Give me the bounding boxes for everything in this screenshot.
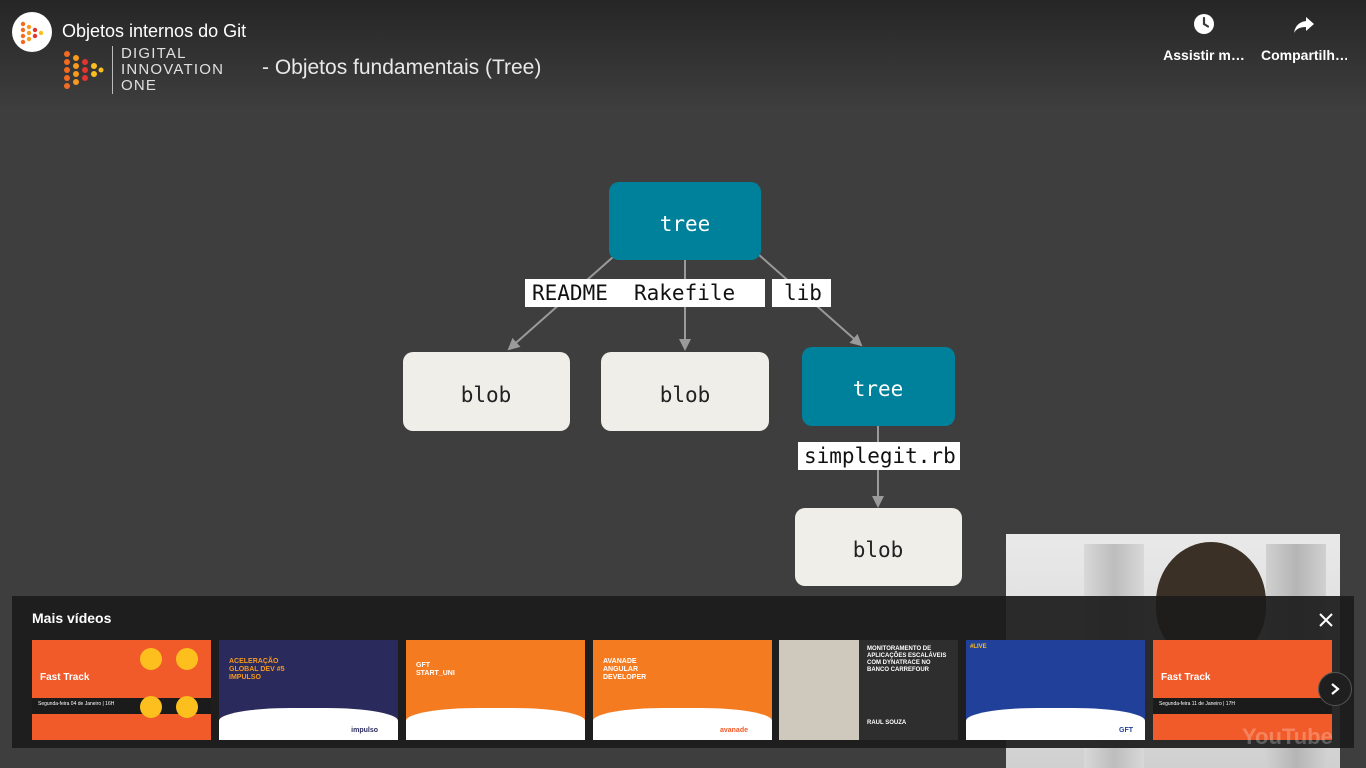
video-title[interactable]: Objetos internos do Git bbox=[62, 21, 247, 41]
thumbnail-band bbox=[593, 708, 772, 740]
edge-label-box bbox=[525, 279, 765, 307]
thumbnail-speaker-avatar bbox=[176, 696, 198, 718]
tree-node-label: tree bbox=[853, 377, 904, 401]
thumbnail-speaker-avatar bbox=[176, 648, 198, 670]
thumbnail-subtitle: Segunda-feira 04 de Janeiro | 16H bbox=[38, 701, 115, 707]
thumbnail-title: GFT START_UNI bbox=[416, 662, 455, 677]
edge-label-box bbox=[798, 442, 960, 470]
video-thumbnail[interactable]: GFT START_UNI bbox=[406, 640, 585, 740]
youtube-watermark[interactable]: YouTube bbox=[1242, 724, 1333, 749]
share-label: Compartilh… bbox=[1261, 47, 1347, 63]
thumbnail-title: MONITORAMENTO DE APLICAÇÕES ESCALÁVEIS C… bbox=[867, 646, 947, 673]
blob-node-label: blob bbox=[853, 538, 904, 562]
edge-label-rakefile: Rakefile bbox=[634, 281, 735, 305]
clock-icon bbox=[1194, 14, 1214, 34]
share-button[interactable]: Compartilh… bbox=[1261, 12, 1347, 63]
tree-node bbox=[609, 182, 761, 260]
next-videos-button[interactable] bbox=[1318, 672, 1352, 706]
close-icon bbox=[1319, 613, 1333, 627]
close-more-videos-button[interactable] bbox=[1312, 606, 1340, 634]
watch-later-label: Assistir m… bbox=[1163, 47, 1245, 63]
share-icon bbox=[1294, 17, 1314, 33]
thumbnail-title: Fast Track bbox=[1161, 672, 1211, 683]
slide-subtitle: - Objetos fundamentais (Tree) bbox=[262, 56, 542, 79]
more-videos-title: Mais vídeos bbox=[32, 610, 112, 626]
video-thumbnail[interactable]: Fast Track Segunda-feira 04 de Janeiro |… bbox=[32, 640, 211, 740]
thumbnail-title: Fast Track bbox=[40, 672, 90, 683]
thumbnail-title: AVANADE ANGULAR DEVELOPER bbox=[603, 658, 647, 681]
thumbnail-subtitle: impulso bbox=[351, 727, 378, 734]
dio-logo-icon bbox=[20, 21, 44, 45]
tree-node-label: tree bbox=[660, 212, 711, 236]
thumbnail-title: ACELERAÇÃO GLOBAL DEV #5 IMPULSO bbox=[229, 658, 285, 681]
thumbnail-speaker-avatar bbox=[140, 696, 162, 718]
video-thumbnail[interactable]: Fast Track Segunda-feira 11 de Janeiro |… bbox=[1153, 640, 1332, 740]
video-thumbnail[interactable]: MONITORAMENTO DE APLICAÇÕES ESCALÁVEIS C… bbox=[779, 640, 958, 740]
thumbnail-title: #LIVE bbox=[970, 644, 987, 650]
blob-node-label: blob bbox=[461, 383, 512, 407]
tree-node bbox=[802, 347, 955, 426]
dio-wordmark-line: DIGITAL bbox=[121, 45, 187, 62]
chevron-right-icon bbox=[1331, 683, 1340, 695]
edge-label-box bbox=[772, 279, 831, 307]
top-bar-overlay bbox=[0, 0, 1366, 110]
thumbnail-subtitle: RAUL SOUZA bbox=[867, 720, 907, 726]
thumbnail-speaker-avatar bbox=[140, 648, 162, 670]
thumbnail-photo bbox=[779, 640, 859, 740]
edge-label-readme: README bbox=[532, 281, 608, 305]
thumbnail-subtitle: Segunda-feira 11 de Janeiro | 17H bbox=[1159, 701, 1235, 707]
more-videos-panel: Mais vídeos Fast Track Segunda-feira 04 … bbox=[12, 596, 1354, 748]
video-thumbnail[interactable]: AVANADE ANGULAR DEVELOPER avanade bbox=[593, 640, 772, 740]
video-thumbnail[interactable]: ACELERAÇÃO GLOBAL DEV #5 IMPULSO impulso bbox=[219, 640, 398, 740]
thumbnail-band bbox=[966, 708, 1145, 740]
blob-node bbox=[403, 352, 570, 431]
dio-wordmark-line: INNOVATION bbox=[121, 61, 225, 78]
thumbnail-subtitle: avanade bbox=[719, 727, 748, 734]
thumbnail-band bbox=[406, 708, 585, 740]
dio-brand-logo: DIGITAL INNOVATION ONE bbox=[62, 46, 224, 94]
thumbnail-band bbox=[219, 708, 398, 740]
thumbnail-band bbox=[32, 698, 211, 714]
dio-wordmark-line: ONE bbox=[121, 77, 158, 94]
watch-later-button[interactable]: Assistir m… bbox=[1161, 12, 1247, 63]
video-thumbnail[interactable]: #LIVE GFT bbox=[966, 640, 1145, 740]
edge-label-simplegit: simplegit.rb bbox=[804, 444, 956, 468]
channel-avatar[interactable] bbox=[12, 12, 52, 52]
blob-node bbox=[795, 508, 962, 586]
edge-label-lib: lib bbox=[784, 281, 822, 305]
thumbnail-subtitle: GFT bbox=[1119, 727, 1133, 734]
thumbnail-band bbox=[1153, 698, 1332, 714]
dio-logo-icon bbox=[64, 51, 104, 89]
blob-node-label: blob bbox=[660, 383, 711, 407]
blob-node bbox=[601, 352, 769, 431]
dio-wordmark: DIGITAL INNOVATION ONE bbox=[112, 46, 224, 94]
